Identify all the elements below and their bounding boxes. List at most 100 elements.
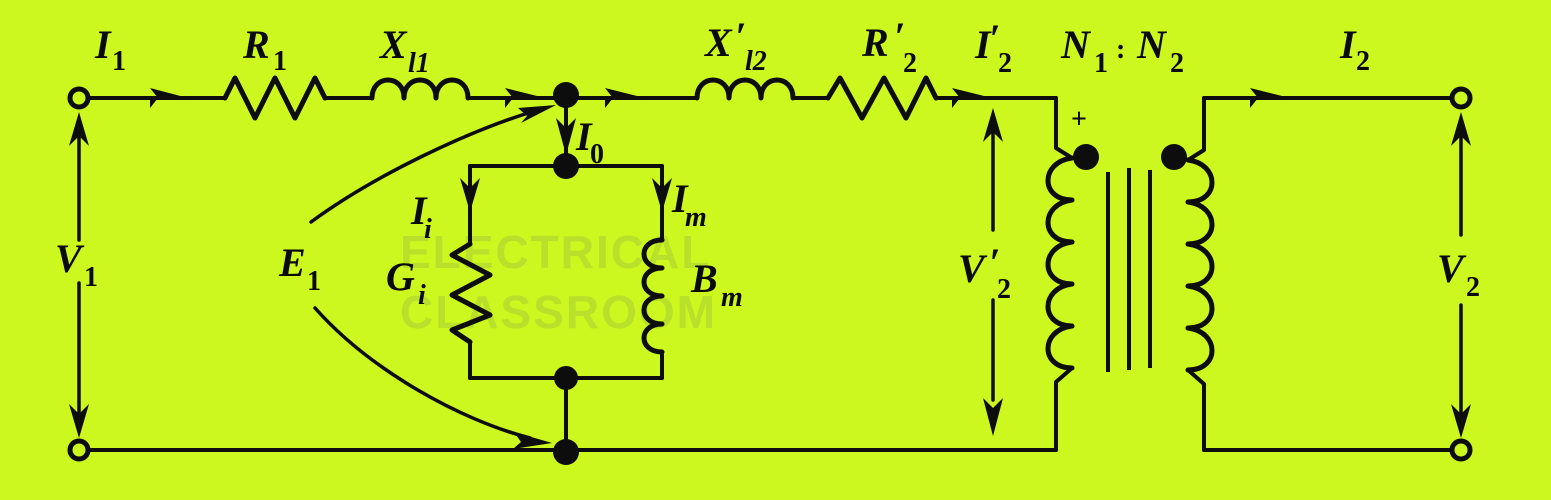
label-i2p-sub: 2	[998, 48, 1012, 79]
label-bm-sub: m	[721, 282, 743, 313]
label-xl1-sub: l1	[408, 48, 430, 79]
label-r1: R 1	[242, 22, 287, 77]
node-dot-bottom-rail	[553, 439, 579, 465]
label-r1-sub: 1	[273, 46, 287, 77]
label-i0-sub: 0	[590, 139, 604, 170]
label-im-main: I	[671, 176, 689, 221]
label-im-sub: m	[685, 202, 707, 233]
label-i1: I 1	[94, 22, 126, 77]
label-ii: I i	[410, 188, 432, 245]
label-xl2-main: X	[703, 20, 733, 65]
label-i2-main: I	[1339, 22, 1357, 67]
labels-group: I 1 R 1 X l1 X ′ l2 R ′ 2 I ′ 2	[55, 14, 1480, 313]
secondary-output-group	[1202, 86, 1473, 462]
label-v2p-prime: ′	[989, 240, 1000, 285]
label-v1-main: V	[55, 236, 85, 281]
label-i2: I 2	[1339, 22, 1370, 77]
label-n2-main: N	[1136, 22, 1168, 67]
terminal-secondary-top[interactable]	[1449, 86, 1473, 110]
junction-nodes	[553, 82, 579, 465]
terminal-primary-top[interactable]	[67, 86, 91, 110]
label-bm-main: B	[690, 256, 718, 301]
terminal-secondary-bottom[interactable]	[1449, 438, 1473, 462]
label-v2-sub: 2	[1466, 272, 1480, 303]
current-arrow-i0	[556, 118, 576, 155]
label-v1-sub: 1	[84, 262, 98, 293]
label-i1-sub: 1	[112, 46, 126, 77]
label-v2p-main: V	[958, 246, 988, 291]
e1-curve-lower	[313, 306, 532, 440]
label-v2-referred: V ′ 2	[958, 240, 1011, 305]
label-n2-sub: 2	[1170, 48, 1184, 79]
label-xl2-referred: X ′ l2	[703, 14, 767, 77]
label-ratio-colon: :	[1116, 34, 1125, 65]
label-i2-sub: 2	[1356, 46, 1370, 77]
terminal-primary-bottom[interactable]	[67, 438, 91, 462]
node-dot-shunt-top	[553, 153, 579, 179]
wire-transformer-primary-bottom-lead	[1054, 366, 1074, 452]
label-e1-sub: 1	[307, 266, 321, 297]
inductor-xl2-referred	[694, 77, 796, 101]
label-r2-main: R	[861, 20, 889, 65]
label-ii-sub: i	[424, 214, 432, 245]
v2-arrow-down-head	[1451, 404, 1471, 438]
current-arrow-i2-referred-left	[605, 88, 645, 108]
v2p-arrow-up-head	[983, 108, 1003, 142]
inductor-xl1	[369, 77, 471, 101]
label-gi: G i	[386, 254, 426, 311]
resistor-gi	[449, 241, 493, 345]
label-v1: V 1	[55, 236, 98, 293]
label-r2-referred: R ′ 2	[861, 14, 917, 79]
resistor-r2-referred	[825, 75, 939, 121]
label-v2-main: V	[1437, 246, 1467, 291]
label-im: I m	[671, 176, 707, 233]
node-dot-top	[553, 82, 579, 108]
label-r1-main: R	[242, 22, 270, 67]
label-r2-prime: ′	[894, 14, 905, 59]
node-dot-shunt-bottom	[554, 366, 578, 390]
label-r2-sub: 2	[903, 48, 917, 79]
v2-referred-arrow-group	[983, 108, 1003, 436]
label-xl2-prime: ′	[735, 14, 746, 59]
watermark-line-1: ELECTRICAL	[400, 226, 711, 278]
e1-arrow-head-lower	[513, 432, 552, 449]
v2-arrow-up-head	[1451, 112, 1471, 146]
label-xl1-main: X	[378, 22, 408, 67]
label-xl2-sub: l2	[745, 46, 767, 77]
label-i0: I 0	[575, 114, 604, 170]
label-xl1: X l1	[378, 22, 430, 79]
watermark-line-2: CLASSROOM	[400, 286, 717, 338]
coil-transformer-primary	[1045, 155, 1075, 371]
label-gi-sub: i	[418, 280, 426, 311]
v1-arrow-down-head	[69, 404, 89, 438]
label-i1-main: I	[94, 22, 112, 67]
e1-induced-emf-group	[309, 105, 556, 449]
label-n1-main: N	[1060, 22, 1092, 67]
current-arrow-i2-referred	[952, 88, 992, 108]
label-ii-main: I	[410, 188, 428, 233]
primary-terminals-group	[67, 86, 1058, 462]
v1-arrow-up-head	[69, 112, 89, 146]
current-arrow-i1	[150, 88, 188, 108]
label-polarity-plus: +	[1071, 104, 1087, 135]
current-arrow-i2	[1250, 88, 1290, 108]
label-i2-referred: I ′ 2	[974, 16, 1012, 79]
label-e1-main: E	[278, 240, 306, 285]
label-e1: E 1	[278, 240, 321, 297]
label-turns-ratio: N 1 : N 2	[1060, 22, 1184, 79]
polarity-dot-primary	[1073, 144, 1099, 170]
wire-transformer-primary-top-lead	[1054, 96, 1074, 160]
e1-arrow-head-upper	[518, 105, 556, 123]
v2p-arrow-down-head	[983, 398, 1003, 436]
inductor-bm	[641, 237, 665, 355]
label-i2p-main: I	[974, 22, 992, 67]
wire-transformer-secondary-bottom-lead	[1186, 368, 1206, 452]
label-i0-main: I	[575, 114, 593, 159]
label-gi-main: G	[386, 254, 415, 299]
resistor-r1	[222, 75, 328, 121]
label-n1-sub: 1	[1094, 48, 1108, 79]
primary-series-branch	[86, 75, 1058, 121]
